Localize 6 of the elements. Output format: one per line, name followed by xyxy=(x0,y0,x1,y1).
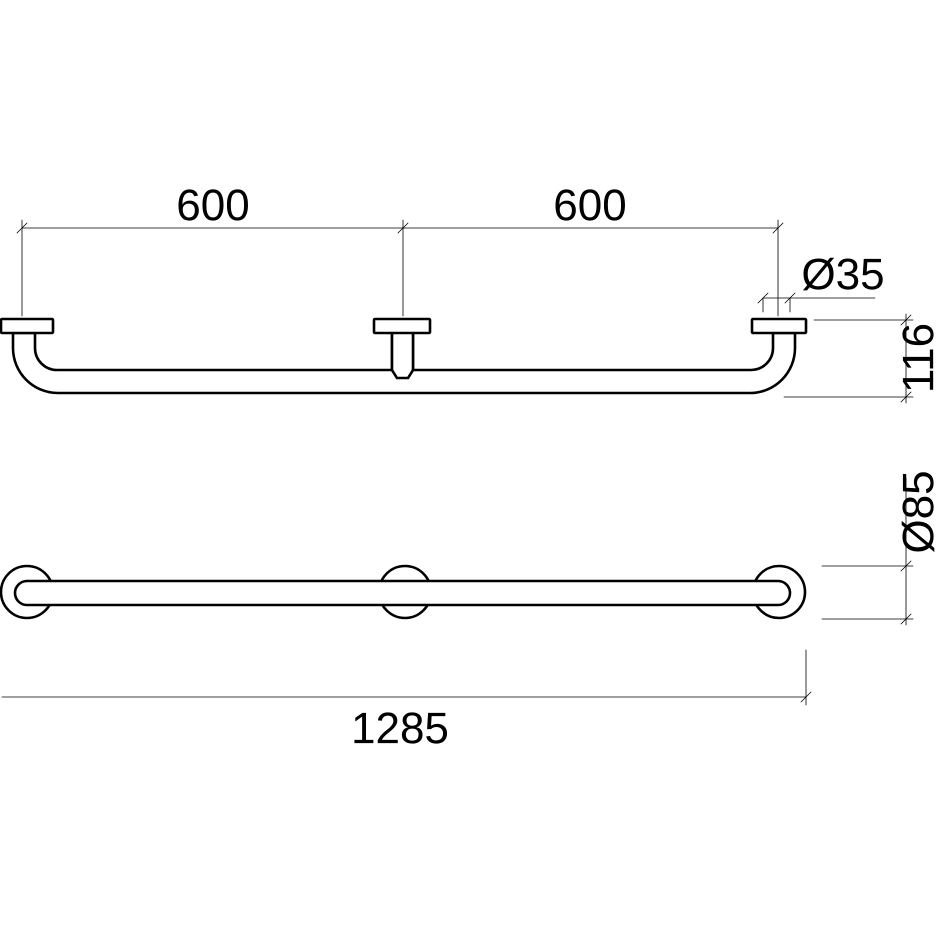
dimension-label: 116 xyxy=(902,324,934,390)
dimension-label: Ø85 xyxy=(902,472,934,552)
dimension-label: 600 xyxy=(556,189,625,221)
dimension-label: 1285 xyxy=(354,712,448,744)
dimension-label: 600 xyxy=(178,189,248,221)
dimension-label: Ø35 xyxy=(802,258,883,290)
